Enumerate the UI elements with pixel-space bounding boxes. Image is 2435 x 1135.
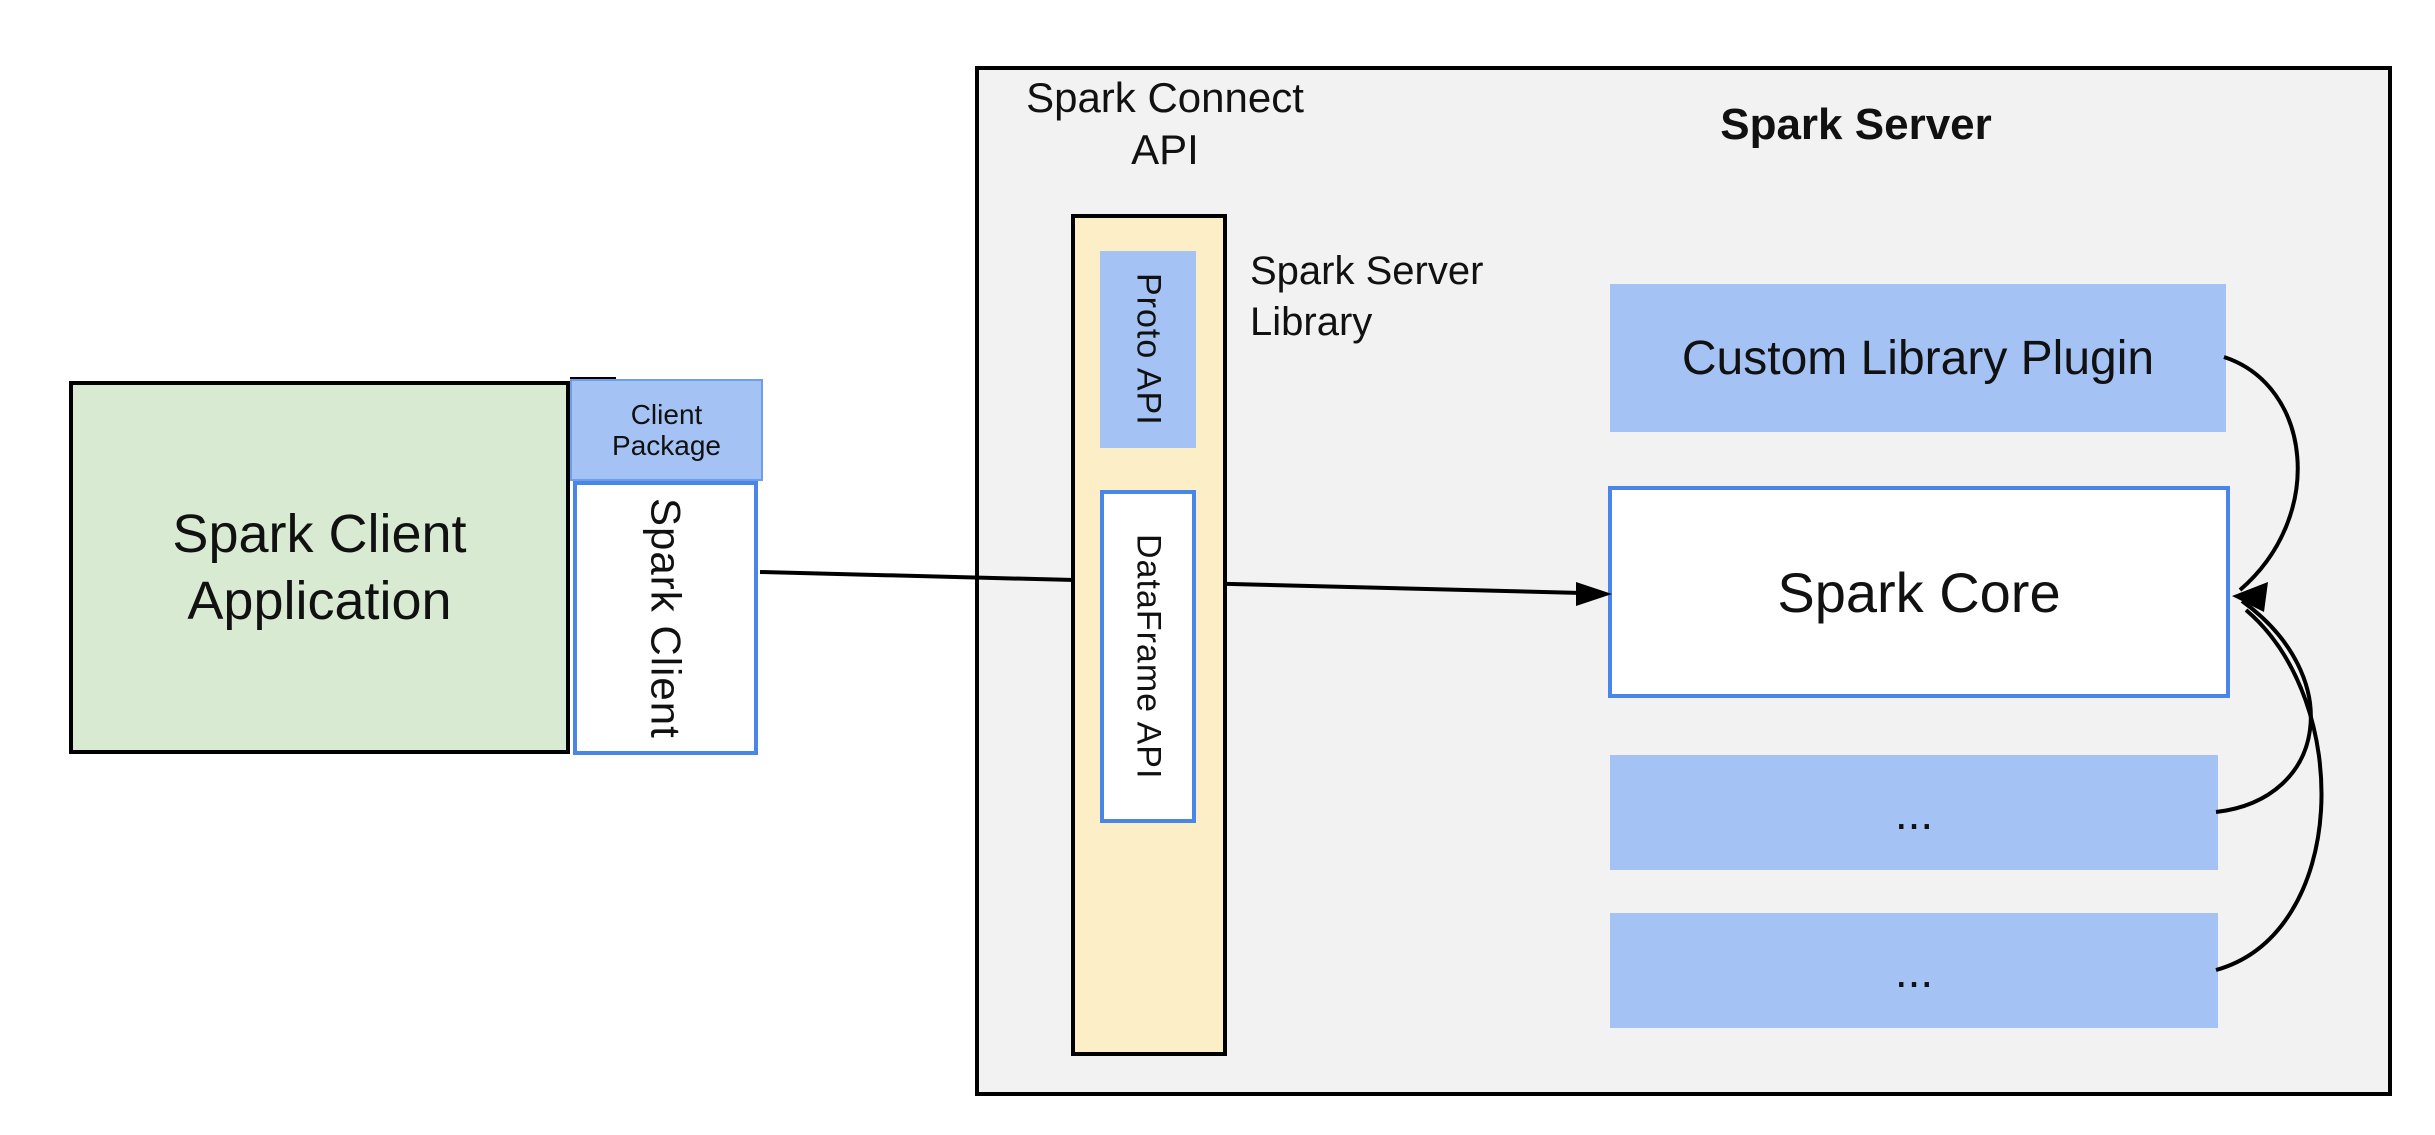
plugin-placeholder-box-2: ...: [1610, 913, 2218, 1028]
spark-client-label: Spark Client: [642, 497, 690, 739]
client-package-box: Client Package: [570, 379, 763, 481]
spark-client-application-label-line2: Application: [187, 570, 452, 631]
plugin-placeholder-2-label: ...: [1894, 944, 1934, 997]
spark-client-application-box: Spark Client Application: [69, 381, 570, 754]
custom-library-plugin-label: Custom Library Plugin: [1681, 331, 2155, 385]
custom-library-plugin-box: Custom Library Plugin: [1610, 284, 2226, 432]
client-package-label-line1: Client: [630, 398, 703, 430]
spark-connect-api-label-line2: API: [1131, 126, 1199, 174]
client-package-label-line2: Package: [612, 430, 721, 461]
dataframe-api-box: DataFrame API: [1100, 490, 1196, 823]
spark-client-application-label: Spark Client Application: [172, 501, 466, 635]
proto-api-box: Proto API: [1100, 251, 1196, 448]
spark-connect-api-label-line1: Spark Connect: [1026, 74, 1304, 121]
spark-server-library-label-line2: Library: [1250, 300, 1373, 345]
client-package-label: Client Package: [612, 399, 721, 462]
spark-connect-api-label: Spark Connect API: [1000, 72, 1330, 176]
plugin-placeholder-box-1: ...: [1610, 755, 2218, 870]
dataframe-api-label: DataFrame API: [1129, 533, 1168, 780]
spark-server-library-label-line1: Spark Server: [1250, 249, 1484, 293]
spark-core-label: Spark Core: [1777, 560, 2061, 624]
proto-api-label: Proto API: [1129, 273, 1168, 426]
spark-server-library-label: Spark Server Library: [1250, 246, 1590, 348]
spark-core-box: Spark Core: [1608, 486, 2230, 698]
spark-client-application-label-line1: Spark Client: [172, 503, 467, 564]
plugin-placeholder-1-label: ...: [1894, 786, 1934, 839]
spark-client-box: Spark Client: [573, 481, 758, 755]
spark-server-title: Spark Server: [1720, 100, 1992, 149]
